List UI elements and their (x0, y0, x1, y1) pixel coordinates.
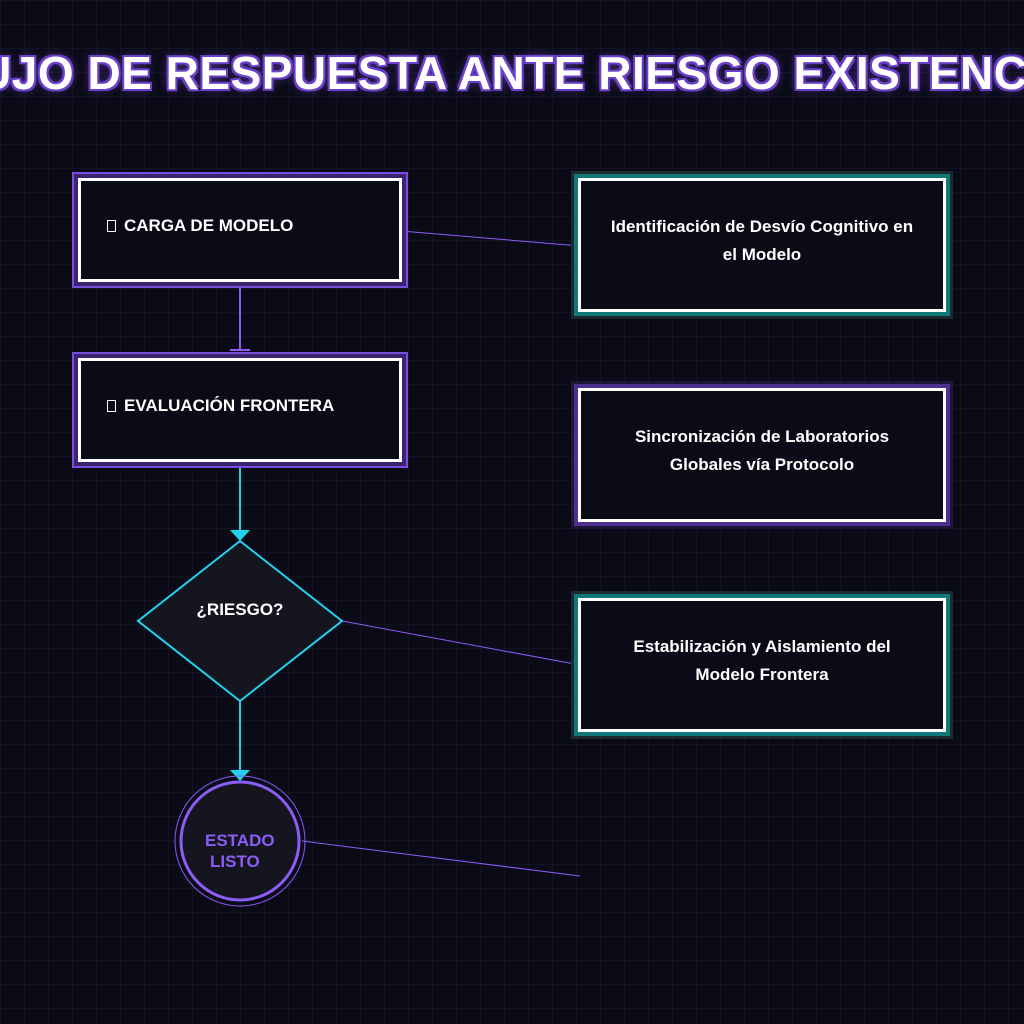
box-glyph-icon (107, 220, 116, 232)
note-lab-sync[interactable]: Sincronización de Laboratorios Globales … (578, 388, 946, 522)
ready-state-outer-ring (174, 775, 306, 907)
load-model-label: CARGA DE MODELO (124, 216, 294, 235)
note-cognitive-drift[interactable]: Identificación de Desvío Cognitivo en el… (578, 178, 946, 312)
note-model-isolation-text: Estabilización y Aislamiento del Modelo … (633, 637, 891, 684)
frontier-eval-label: EVALUACIÓN FRONTERA (124, 396, 335, 415)
ready-state-line1: ESTADO (205, 831, 275, 850)
note-lab-sync-text: Sincronización de Laboratorios Globales … (634, 427, 890, 474)
connector-end-to-note (301, 840, 581, 877)
ready-state-label: ESTADO LISTO (190, 830, 294, 872)
connector-decision-to-note3 (341, 620, 581, 666)
connector-load-to-note1 (400, 230, 581, 247)
frontier-eval-node[interactable]: EVALUACIÓN FRONTERA (78, 358, 402, 462)
ready-state-circle[interactable] (179, 780, 301, 902)
note-cognitive-drift-text: Identificación de Desvío Cognitivo en el… (610, 217, 914, 264)
risk-decision-diamond[interactable] (136, 539, 344, 703)
diagram-title: FLUJO DE RESPUESTA ANTE RIESGO EXISTENCI… (0, 47, 1024, 99)
load-model-node[interactable]: CARGA DE MODELO (78, 178, 402, 282)
box-glyph-icon (107, 400, 116, 412)
load-model-label-row: CARGA DE MODELO (81, 216, 293, 236)
risk-decision-label: ¿RIESGO? (196, 600, 284, 619)
note-model-isolation[interactable]: Estabilización y Aislamiento del Modelo … (578, 598, 946, 732)
ready-state-line2: LISTO (210, 852, 260, 871)
frontier-eval-label-row: EVALUACIÓN FRONTERA (81, 396, 334, 416)
arrowhead-eval-to-decision (230, 530, 250, 541)
